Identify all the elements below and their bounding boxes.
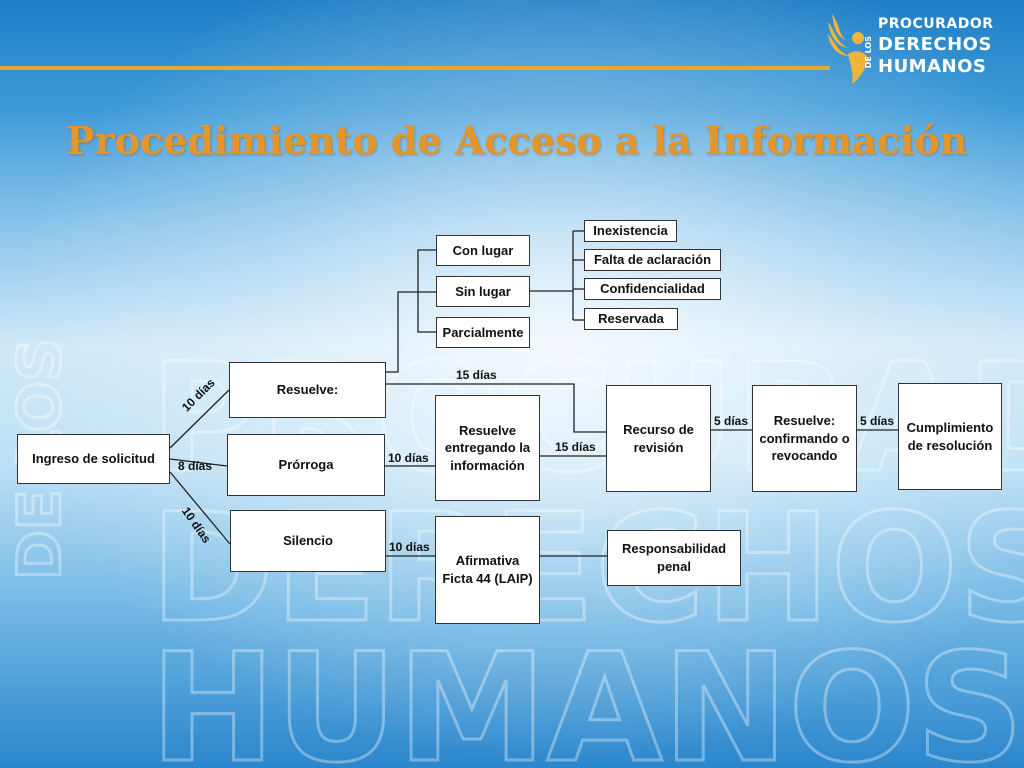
node-falta-aclaracion: Falta de aclaración (584, 249, 721, 271)
node-parcialmente: Parcialmente (436, 317, 530, 348)
header-divider (0, 66, 830, 70)
node-confidencialidad: Confidencialidad (584, 278, 721, 300)
eagle-logo-icon (828, 14, 868, 84)
node-afirmativa-ficta: Afirmativa Ficta 44 (LAIP) (435, 516, 540, 624)
label-confirmando-cumplimiento: 5 días (860, 414, 895, 428)
node-inexistencia: Inexistencia (584, 220, 677, 242)
label-ingreso-prorroga: 8 días (178, 459, 213, 473)
node-con-lugar: Con lugar (436, 235, 530, 266)
node-cumplimiento: Cumplimiento de resolución (898, 383, 1002, 490)
node-resuelve-entregando: Resuelve entregando la información (435, 395, 540, 501)
logo: PROCURADOR DE LOS DERECHOS HUMANOS (826, 10, 1016, 90)
node-recurso-revision: Recurso de revisión (606, 385, 711, 492)
node-sin-lugar: Sin lugar (436, 276, 530, 307)
label-entregando-recurso: 15 días (555, 440, 596, 454)
node-silencio: Silencio (230, 510, 386, 572)
label-recurso-confirmando: 5 días (714, 414, 749, 428)
page-title: Procedimiento de Acceso a la Información (66, 118, 968, 163)
node-resuelve-confirmando: Resuelve: confirmando o revocando (752, 385, 857, 492)
label-resuelve-recurso: 15 días (456, 368, 497, 382)
node-reservada: Reservada (584, 308, 678, 330)
label-silencio-afirmativa: 10 días (389, 540, 430, 554)
label-prorroga-entregando: 10 días (388, 451, 429, 465)
logo-line2: DERECHOS (878, 34, 992, 55)
logo-line3: HUMANOS (878, 56, 987, 77)
logo-line1: PROCURADOR (878, 16, 994, 32)
node-responsabilidad: Responsabilidad penal (607, 530, 741, 586)
node-ingreso: Ingreso de solicitud (17, 434, 170, 484)
node-resuelve: Resuelve: (229, 362, 386, 418)
node-prorroga: Prórroga (227, 434, 385, 496)
